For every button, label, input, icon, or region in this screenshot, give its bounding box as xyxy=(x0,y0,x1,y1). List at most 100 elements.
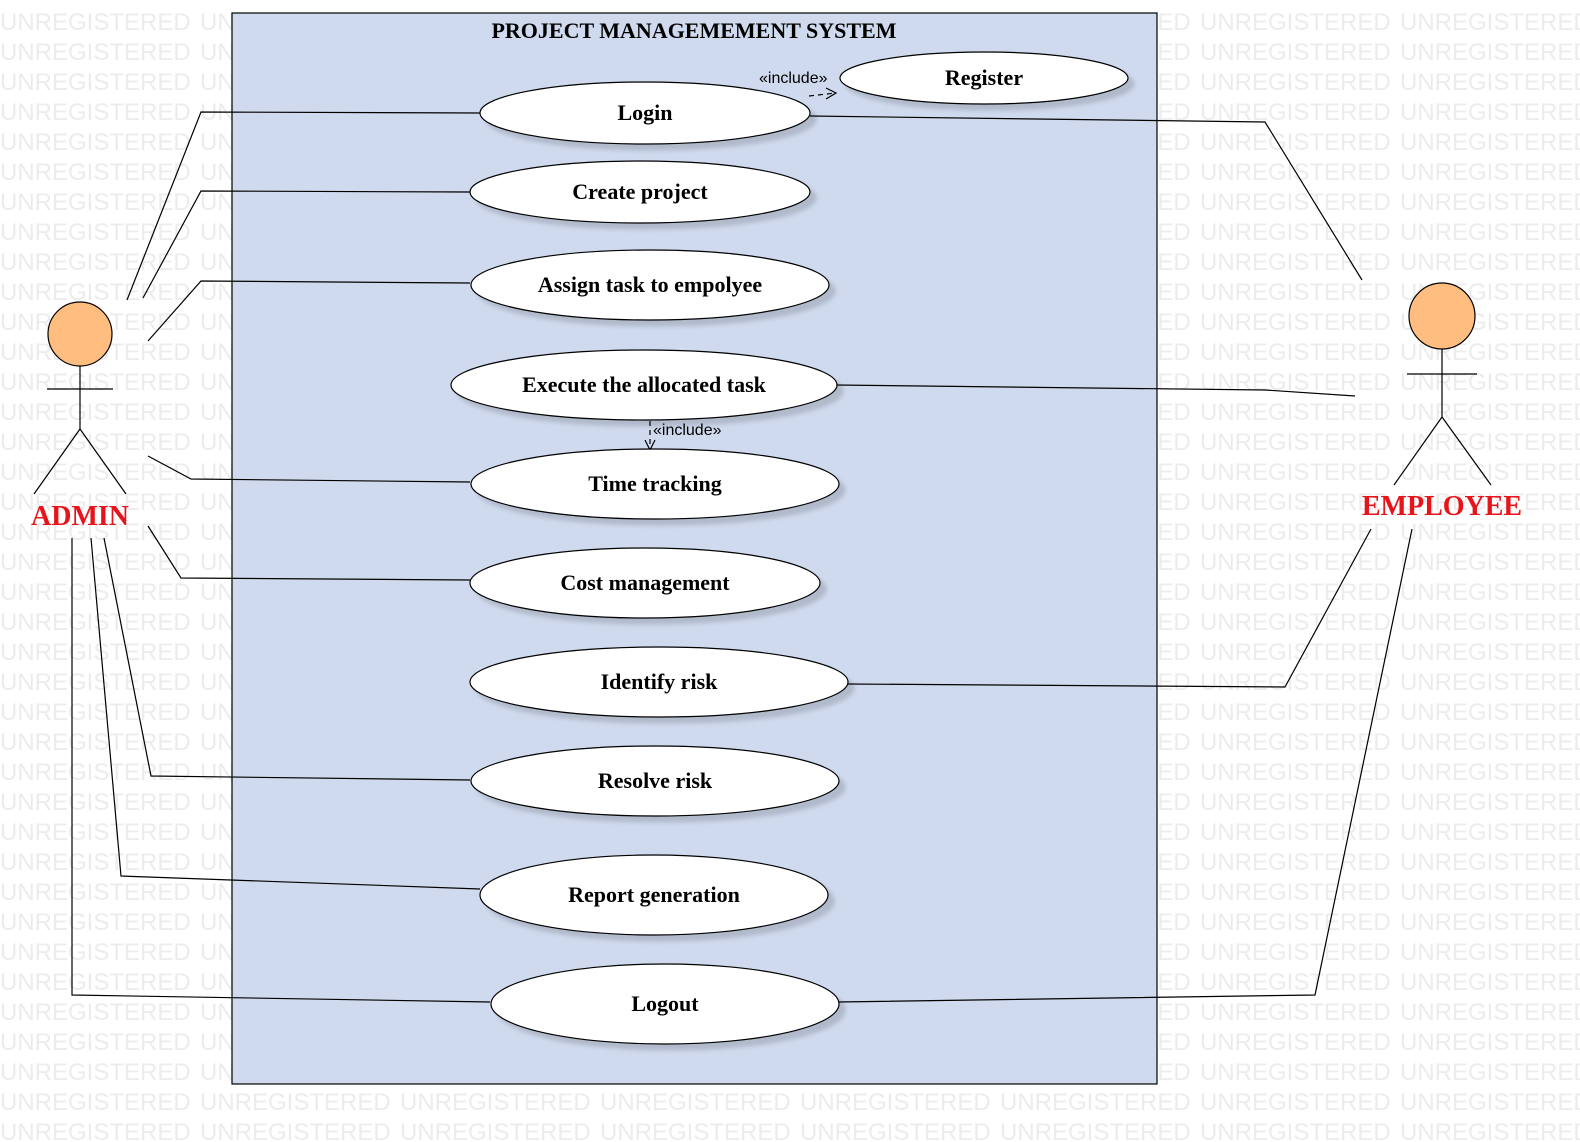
watermark-text: UNREGISTERED xyxy=(1200,549,1391,576)
watermark-text: UNREGISTERED xyxy=(1400,969,1580,996)
use-case-assign-task[interactable]: Assign task to empolyee xyxy=(470,249,830,321)
watermark-text: UNREGISTERED xyxy=(1400,159,1580,186)
watermark-text: UNREGISTERED xyxy=(1400,99,1580,126)
assoc-admin-time-tracking xyxy=(147,455,471,483)
watermark-text: UNREGISTERED xyxy=(1400,459,1580,486)
watermark-text: UNREGISTERED xyxy=(1200,939,1391,966)
use-case-identify-risk-shape[interactable] xyxy=(469,646,849,718)
use-case-create-project-shape[interactable] xyxy=(469,160,811,224)
watermark-text: UNREGISTERED xyxy=(1400,849,1580,876)
actor-employee-name: EMPLOYEE xyxy=(1362,491,1522,522)
watermark-text: UNREGISTERED xyxy=(1400,1059,1580,1086)
assoc-admin-resolve-risk xyxy=(103,537,471,781)
watermark-text: UNREGISTERED xyxy=(1200,459,1391,486)
use-case-resolve-risk[interactable]: Resolve risk xyxy=(470,745,840,817)
use-case-cost-management[interactable]: Cost management xyxy=(469,547,821,619)
use-case-execute-task-label: Execute the allocated task xyxy=(522,372,767,397)
watermark-text: UNREGISTERED xyxy=(1200,429,1391,456)
assoc-employee-identify-risk xyxy=(847,528,1372,688)
watermark-text: UNREGISTERED xyxy=(400,1089,591,1116)
watermark-text: UNREGISTERED xyxy=(0,909,191,936)
watermark-text: UNREGISTERED xyxy=(1200,909,1391,936)
use-case-resolve-risk-label: Resolve risk xyxy=(598,768,713,793)
use-case-logout[interactable]: Logout xyxy=(490,963,840,1045)
watermark-text: UNREGISTERED xyxy=(600,1119,791,1142)
use-case-login[interactable]: Login xyxy=(479,81,811,145)
include-login-register-arrowhead xyxy=(825,87,838,100)
watermark-text: UNREGISTERED xyxy=(0,489,191,516)
watermark-text: UNREGISTERED xyxy=(1200,189,1391,216)
watermark-text: UNREGISTERED xyxy=(1400,9,1580,36)
watermark-text: UNREGISTERED xyxy=(1200,639,1391,666)
actor-employee[interactable] xyxy=(1393,282,1492,486)
use-case-login-shape[interactable] xyxy=(479,81,811,145)
use-case-report-generation[interactable]: Report generation xyxy=(479,854,829,936)
watermark-text: UNREGISTERED xyxy=(1200,249,1391,276)
watermark-text: UNREGISTERED xyxy=(1200,279,1391,306)
watermark-text: UNREGISTERED xyxy=(1200,999,1391,1026)
watermark-text: UNREGISTERED xyxy=(0,129,191,156)
watermark-text: UNREGISTERED xyxy=(0,609,191,636)
use-case-time-tracking[interactable]: Time tracking xyxy=(470,448,840,520)
use-case-identify-risk[interactable]: Identify risk xyxy=(469,646,849,718)
watermark-text: UNREGISTERED xyxy=(1400,939,1580,966)
use-case-register[interactable]: Register xyxy=(839,51,1129,105)
use-case-execute-task[interactable]: Execute the allocated task xyxy=(450,349,838,421)
use-case-report-generation-shape[interactable] xyxy=(479,854,829,936)
actor-admin[interactable] xyxy=(33,301,127,495)
watermark-text: UNREGISTERED xyxy=(1400,39,1580,66)
watermark-text: UNREGISTERED xyxy=(0,219,191,246)
use-case-cost-management-shape[interactable] xyxy=(469,547,821,619)
assoc-admin-logout xyxy=(71,538,491,1003)
assoc-employee-logout xyxy=(837,528,1413,1003)
use-case-register-shape[interactable] xyxy=(839,51,1129,105)
watermark-text: UNREGISTERED xyxy=(1400,699,1580,726)
watermark-text: UNREGISTERED xyxy=(1400,819,1580,846)
watermark-text: UNREGISTERED xyxy=(1200,969,1391,996)
include-login-register-line xyxy=(808,92,837,97)
watermark-text: UNREGISTERED xyxy=(1200,759,1391,786)
watermark-text: UNREGISTERED xyxy=(1200,699,1391,726)
use-case-create-project[interactable]: Create project xyxy=(469,160,811,224)
watermark-text: UNREGISTERED xyxy=(1400,519,1580,546)
use-case-login-label: Login xyxy=(617,100,672,125)
watermark-text: UNREGISTERED xyxy=(1200,219,1391,246)
watermark-text: UNREGISTERED xyxy=(0,459,191,486)
use-case-time-tracking-shape[interactable] xyxy=(470,448,840,520)
watermark-text: UNREGISTERED xyxy=(1400,909,1580,936)
watermark-text: UNREGISTERED xyxy=(0,279,191,306)
watermark-text: UNREGISTERED xyxy=(1400,369,1580,396)
assoc-admin-report-generation xyxy=(90,537,481,890)
watermark-text: UNREGISTERED xyxy=(200,1089,391,1116)
watermark-text: UNREGISTERED xyxy=(0,1089,191,1116)
use-case-execute-task-shape[interactable] xyxy=(450,349,838,421)
assoc-admin-cost-management xyxy=(147,525,471,581)
actor-employee-left-leg xyxy=(1393,416,1443,486)
use-case-logout-shape[interactable] xyxy=(490,963,840,1045)
watermark-text: UNREGISTERED xyxy=(1400,1119,1580,1142)
assoc-admin-login xyxy=(126,111,481,301)
watermark-text: UNREGISTERED xyxy=(0,9,191,36)
watermark-text: UNREGISTERED xyxy=(1200,1059,1391,1086)
watermark-text: UNREGISTERED xyxy=(1200,879,1391,906)
watermark-text: UNREGISTERED xyxy=(1400,639,1580,666)
watermark-text: UNREGISTERED xyxy=(1400,489,1580,516)
watermark-text: UNREGISTERED xyxy=(1400,759,1580,786)
watermark-text: UNREGISTERED xyxy=(1200,669,1391,696)
use-case-report-generation-label: Report generation xyxy=(568,882,740,907)
watermark-text: UNREGISTERED xyxy=(0,789,191,816)
watermark-text: UNREGISTERED xyxy=(0,369,191,396)
watermark-text: UNREGISTERED xyxy=(600,1089,791,1116)
watermark-text: UNREGISTERED xyxy=(0,729,191,756)
watermark-text: UNREGISTERED xyxy=(0,399,191,426)
watermark-text: UNREGISTERED xyxy=(0,639,191,666)
assoc-admin-create-project xyxy=(142,190,471,299)
watermark-text: UNREGISTERED xyxy=(1400,879,1580,906)
use-case-resolve-risk-shape[interactable] xyxy=(470,745,840,817)
watermark-text: UNREGISTERED xyxy=(400,1119,591,1142)
use-case-time-tracking-label: Time tracking xyxy=(588,471,721,496)
watermark-text: UNREGISTERED xyxy=(0,759,191,786)
use-case-assign-task-shape[interactable] xyxy=(470,249,830,321)
admin-associations xyxy=(71,111,491,1003)
